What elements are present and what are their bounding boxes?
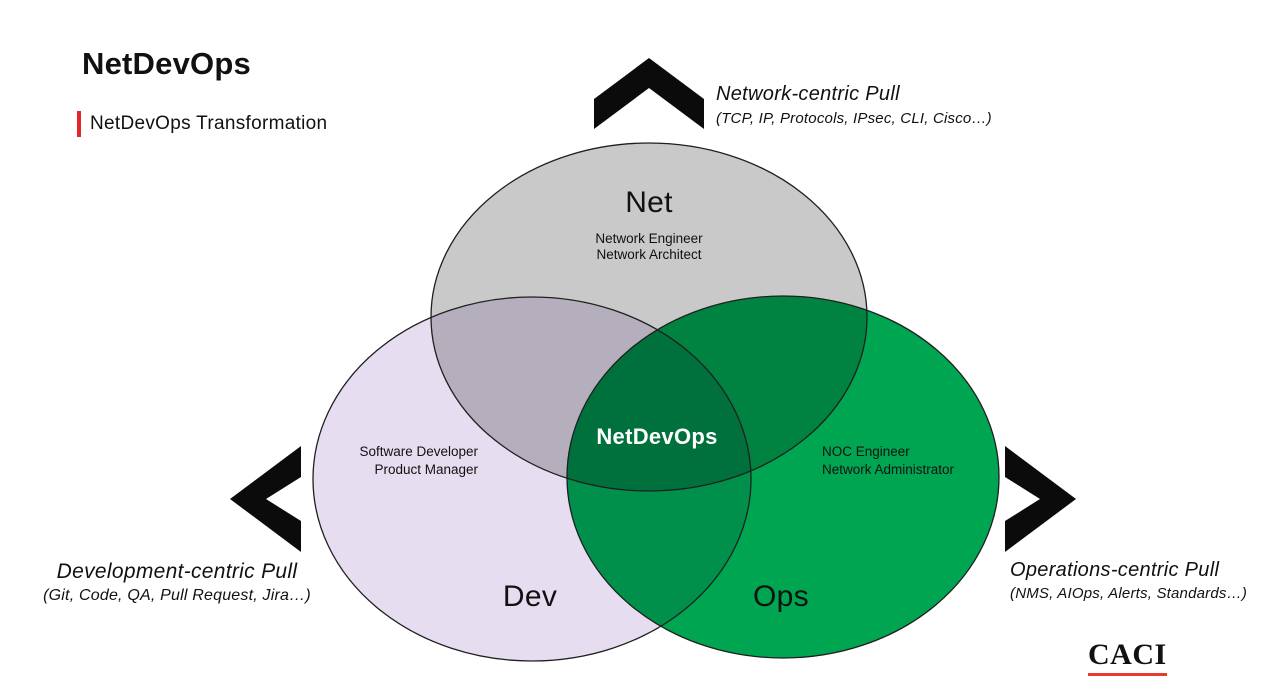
network-pull-detail: (TCP, IP, Protocols, IPsec, CLI, Cisco…) <box>716 110 992 127</box>
ops-circle <box>567 296 999 658</box>
ops-roles: NOC Engineer Network Administrator <box>822 443 1052 479</box>
development-pull-heading: Development-centric Pull <box>56 560 298 583</box>
dev-role-1: Software Developer <box>359 444 478 459</box>
ops-circle-outline <box>566 295 1000 659</box>
operations-pull-block: Operations-centric Pull (NMS, AIOps, Ale… <box>1010 559 1280 602</box>
caci-logo: CACI <box>1088 640 1167 676</box>
development-pull-detail: (Git, Code, QA, Pull Request, Jira…) <box>43 587 311 604</box>
net-circle-label: Net <box>625 186 673 219</box>
net-role-1: Network Engineer <box>595 231 703 246</box>
operations-pull-detail: (NMS, AIOps, Alerts, Standards…) <box>1010 585 1248 602</box>
operations-pull-heading: Operations-centric Pull <box>1010 559 1220 581</box>
ops-circle-label: Ops <box>753 580 809 613</box>
subtitle-row: NetDevOps Transformation <box>77 111 327 137</box>
chevron-right-icon <box>1005 446 1076 552</box>
page-title: NetDevOps <box>82 46 251 81</box>
network-pull-block: Network-centric Pull (TCP, IP, Protocols… <box>716 83 1076 127</box>
net-roles: Network Engineer Network Architect <box>524 231 774 263</box>
dev-circle-outline <box>312 296 752 662</box>
netdevops-center-label: NetDevOps <box>596 424 718 449</box>
dev-circle-label: Dev <box>502 580 558 613</box>
chevron-up-icon <box>594 58 704 129</box>
accent-bar <box>77 111 81 137</box>
ops-role-1: NOC Engineer <box>822 444 910 459</box>
page-subtitle: NetDevOps Transformation <box>90 113 328 134</box>
network-pull-heading: Network-centric Pull <box>716 83 900 105</box>
dev-role-2: Product Manager <box>374 462 478 477</box>
chevron-left-icon <box>230 446 301 552</box>
ops-role-2: Network Administrator <box>822 462 955 477</box>
development-pull-block: Development-centric Pull (Git, Code, QA,… <box>14 560 340 605</box>
net-role-2: Network Architect <box>596 247 702 262</box>
dev-roles: Software Developer Product Manager <box>258 443 478 479</box>
